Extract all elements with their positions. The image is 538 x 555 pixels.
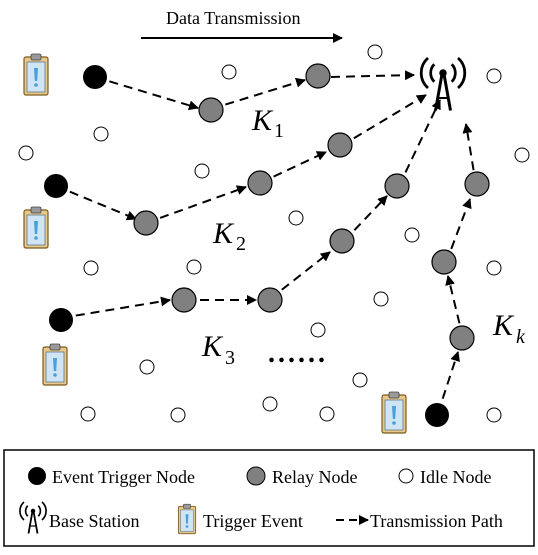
idle-node bbox=[139, 359, 155, 375]
idle-node bbox=[80, 406, 96, 422]
idle-node bbox=[194, 163, 210, 179]
legend-trigger-node-swatch bbox=[28, 467, 46, 485]
path-segment bbox=[259, 151, 327, 184]
relay-node bbox=[305, 63, 331, 89]
event-trigger-node bbox=[83, 65, 107, 89]
event-trigger-node bbox=[44, 174, 68, 198]
idle-node bbox=[319, 406, 335, 422]
legend: Event Trigger Node Relay Node Idle Node … bbox=[3, 449, 535, 547]
relay-node bbox=[464, 171, 490, 197]
path-segment bbox=[55, 185, 137, 221]
relay-nodes bbox=[133, 63, 490, 351]
relay-node bbox=[257, 287, 283, 313]
path-segment bbox=[210, 77, 306, 110]
legend-label-base-station: Base Station bbox=[49, 511, 140, 531]
idle-node bbox=[310, 322, 326, 338]
idle-node bbox=[486, 407, 502, 423]
relay-node bbox=[198, 97, 224, 123]
idle-node bbox=[373, 291, 389, 307]
legend-label-relay: Relay Node bbox=[272, 467, 357, 487]
path-label-main: K bbox=[201, 330, 224, 363]
ellipsis-text: ...... bbox=[268, 338, 328, 369]
idle-node bbox=[93, 126, 109, 142]
path-segment bbox=[60, 296, 171, 319]
path-label-k2: K 2 bbox=[212, 217, 246, 255]
event-trigger-nodes bbox=[44, 65, 449, 427]
idle-node bbox=[367, 44, 383, 60]
idle-node bbox=[83, 260, 99, 276]
legend-relay-node-swatch bbox=[246, 466, 266, 486]
relay-node bbox=[329, 228, 355, 254]
idle-nodes bbox=[18, 44, 530, 423]
path-segment bbox=[330, 70, 415, 81]
antenna-tower-icon bbox=[419, 56, 467, 112]
idle-node bbox=[288, 210, 304, 226]
path-segment bbox=[445, 275, 464, 339]
idle-node bbox=[352, 372, 368, 388]
path-label-main: K bbox=[251, 104, 274, 137]
legend-label-trigger: Event Trigger Node bbox=[52, 467, 195, 487]
legend-label-trigger-event: Trigger Event bbox=[203, 511, 303, 531]
idle-node bbox=[404, 227, 420, 243]
data-transmission-label: Data Transmission bbox=[166, 8, 301, 28]
clipboard-alert-icon bbox=[381, 391, 407, 434]
path-label-main: K bbox=[492, 309, 515, 342]
relay-node bbox=[171, 287, 197, 313]
path-segment bbox=[437, 351, 460, 414]
path-segment bbox=[269, 251, 331, 300]
idle-node bbox=[221, 64, 237, 80]
clipboard-alert-icon bbox=[42, 343, 68, 386]
idle-node bbox=[486, 260, 502, 276]
path-segment bbox=[445, 198, 472, 264]
idle-node bbox=[486, 68, 502, 84]
relay-node bbox=[247, 170, 273, 196]
path-segment bbox=[343, 195, 388, 242]
idle-node bbox=[170, 407, 186, 423]
legend-label-transmission-path: Transmission Path bbox=[370, 511, 503, 531]
relay-node bbox=[327, 132, 353, 158]
event-trigger-node bbox=[49, 308, 73, 332]
path-label-k1: K 1 bbox=[251, 104, 284, 142]
idle-node bbox=[18, 145, 34, 161]
path-label-sub: 2 bbox=[236, 233, 246, 255]
legend-label-idle: Idle Node bbox=[420, 467, 491, 487]
event-trigger-node bbox=[425, 403, 449, 427]
path-label-k3: K 3 bbox=[201, 330, 235, 369]
path-label-main: K bbox=[212, 217, 235, 250]
idle-node bbox=[186, 259, 202, 275]
path-label-kk: K k bbox=[492, 309, 526, 348]
path-segment bbox=[340, 94, 427, 147]
transmission-paths bbox=[55, 70, 477, 414]
clipboard-alert-icon bbox=[177, 503, 197, 535]
clipboard-alert-icon bbox=[23, 53, 49, 96]
idle-node bbox=[514, 147, 530, 163]
path-segment bbox=[145, 185, 247, 224]
clipboard-alert-icon bbox=[23, 206, 49, 249]
idle-node bbox=[262, 396, 278, 412]
relay-node bbox=[133, 210, 159, 236]
relay-node bbox=[431, 249, 457, 275]
path-label-sub: 3 bbox=[225, 347, 235, 369]
path-segment bbox=[94, 76, 199, 111]
path-segment bbox=[462, 123, 477, 186]
legend-frame bbox=[3, 449, 535, 547]
legend-idle-node-swatch bbox=[398, 468, 414, 484]
relay-node bbox=[449, 325, 475, 351]
path-label-sub: k bbox=[516, 326, 526, 348]
path-label-sub: 1 bbox=[274, 120, 284, 142]
path-segment bbox=[398, 99, 441, 187]
relay-node bbox=[384, 173, 410, 199]
